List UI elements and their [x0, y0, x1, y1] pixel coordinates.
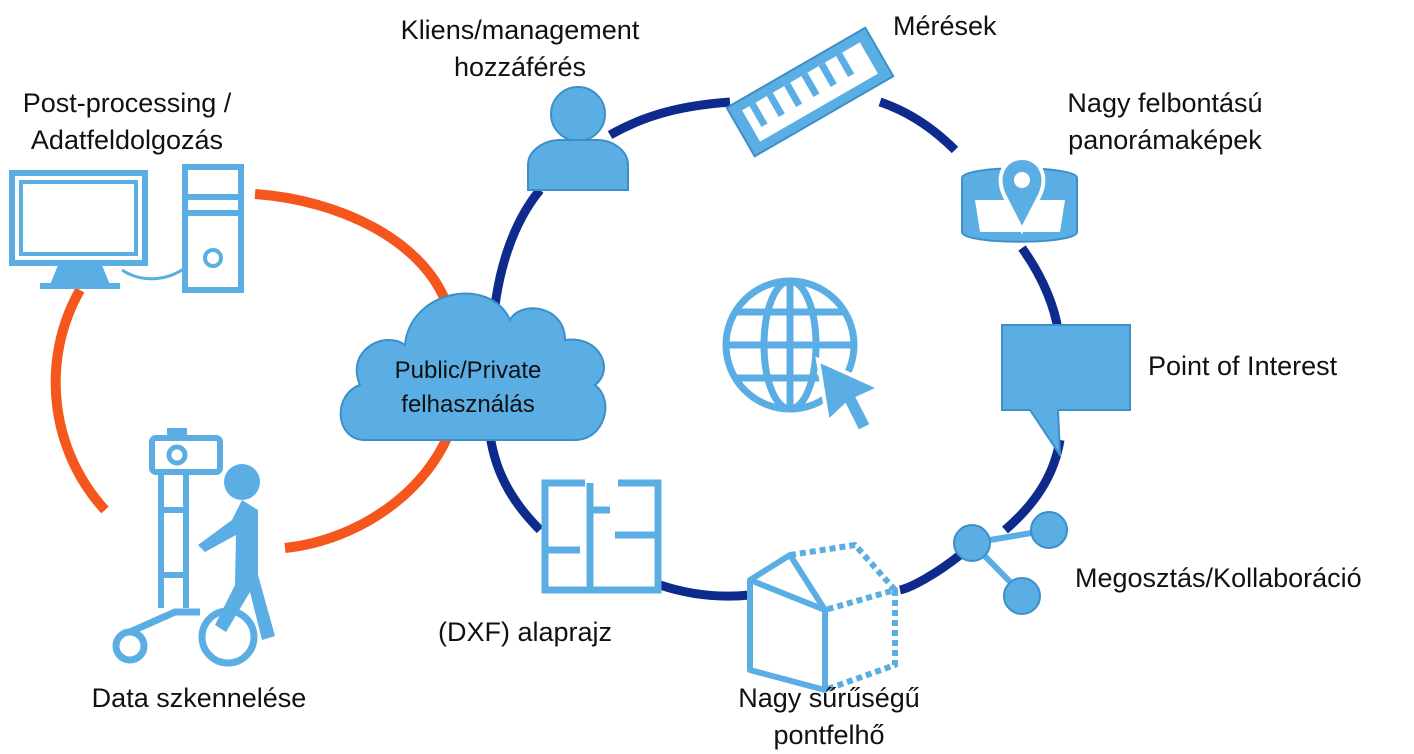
- scanning-label: Data szkennelése: [91, 683, 307, 713]
- desktop-computer-icon: [9, 164, 244, 293]
- panorama-pin-icon: [961, 155, 1078, 243]
- measurements-label: Mérések: [893, 11, 997, 41]
- client-access-line2: hozzáférés: [453, 52, 587, 82]
- orange-arc-left: [50, 287, 109, 514]
- pointcloud-line2: pontfelhő: [773, 720, 885, 750]
- client-access-line1: Kliens/management: [400, 15, 640, 45]
- speech-bubble-icon: [1001, 324, 1131, 459]
- post-processing-line1: Post-processing /: [22, 88, 232, 118]
- poi-label: Point of Interest: [1148, 351, 1338, 381]
- orange-arc-top: [254, 189, 450, 302]
- point-cloud-box-icon: [747, 542, 898, 693]
- blue-arc-right: [1018, 245, 1063, 331]
- client-access-label: Kliens/management hozzáférés: [401, 12, 640, 86]
- sharing-label: Megosztás/Kollaboráció: [1075, 563, 1362, 593]
- blue-arc-top-right: [878, 97, 959, 154]
- floorplan-icon: [541, 479, 662, 594]
- cloud-label-line1: Public/Private: [394, 357, 542, 384]
- user-icon: [527, 86, 629, 191]
- post-processing-line2: Adatfeldolgozás: [30, 125, 224, 155]
- walking-scanner-icon: [112, 428, 275, 667]
- blue-arc-bottom-left: [485, 434, 544, 534]
- globe-cursor-icon: [722, 277, 885, 435]
- blue-arc-bottom: [658, 580, 751, 601]
- panorama-line1: Nagy felbontású: [1067, 88, 1263, 118]
- ruler-icon: [725, 26, 895, 158]
- pointcloud-label: Nagy sűrűségű pontfelhő: [738, 680, 920, 754]
- floorplan-label: (DXF) alaprajz: [438, 617, 613, 647]
- cloud-icon: [339, 292, 607, 441]
- cloud-label-line2: felhasználás: [401, 391, 535, 418]
- post-processing-label: Post-processing / Adatfeldolgozás: [23, 85, 232, 159]
- panorama-line2: panorámaképek: [1068, 125, 1262, 155]
- cloud-label: Public/Private felhasználás: [395, 354, 542, 422]
- orange-arc-bottom: [284, 423, 457, 553]
- blue-arc-top: [607, 97, 731, 139]
- panorama-label: Nagy felbontású panorámaképek: [1067, 85, 1262, 159]
- blue-arc-bottom-right: [898, 551, 963, 595]
- share-icon: [953, 511, 1068, 615]
- orange-cycle: [50, 189, 457, 553]
- pointcloud-line1: Nagy sűrűségű: [738, 683, 920, 713]
